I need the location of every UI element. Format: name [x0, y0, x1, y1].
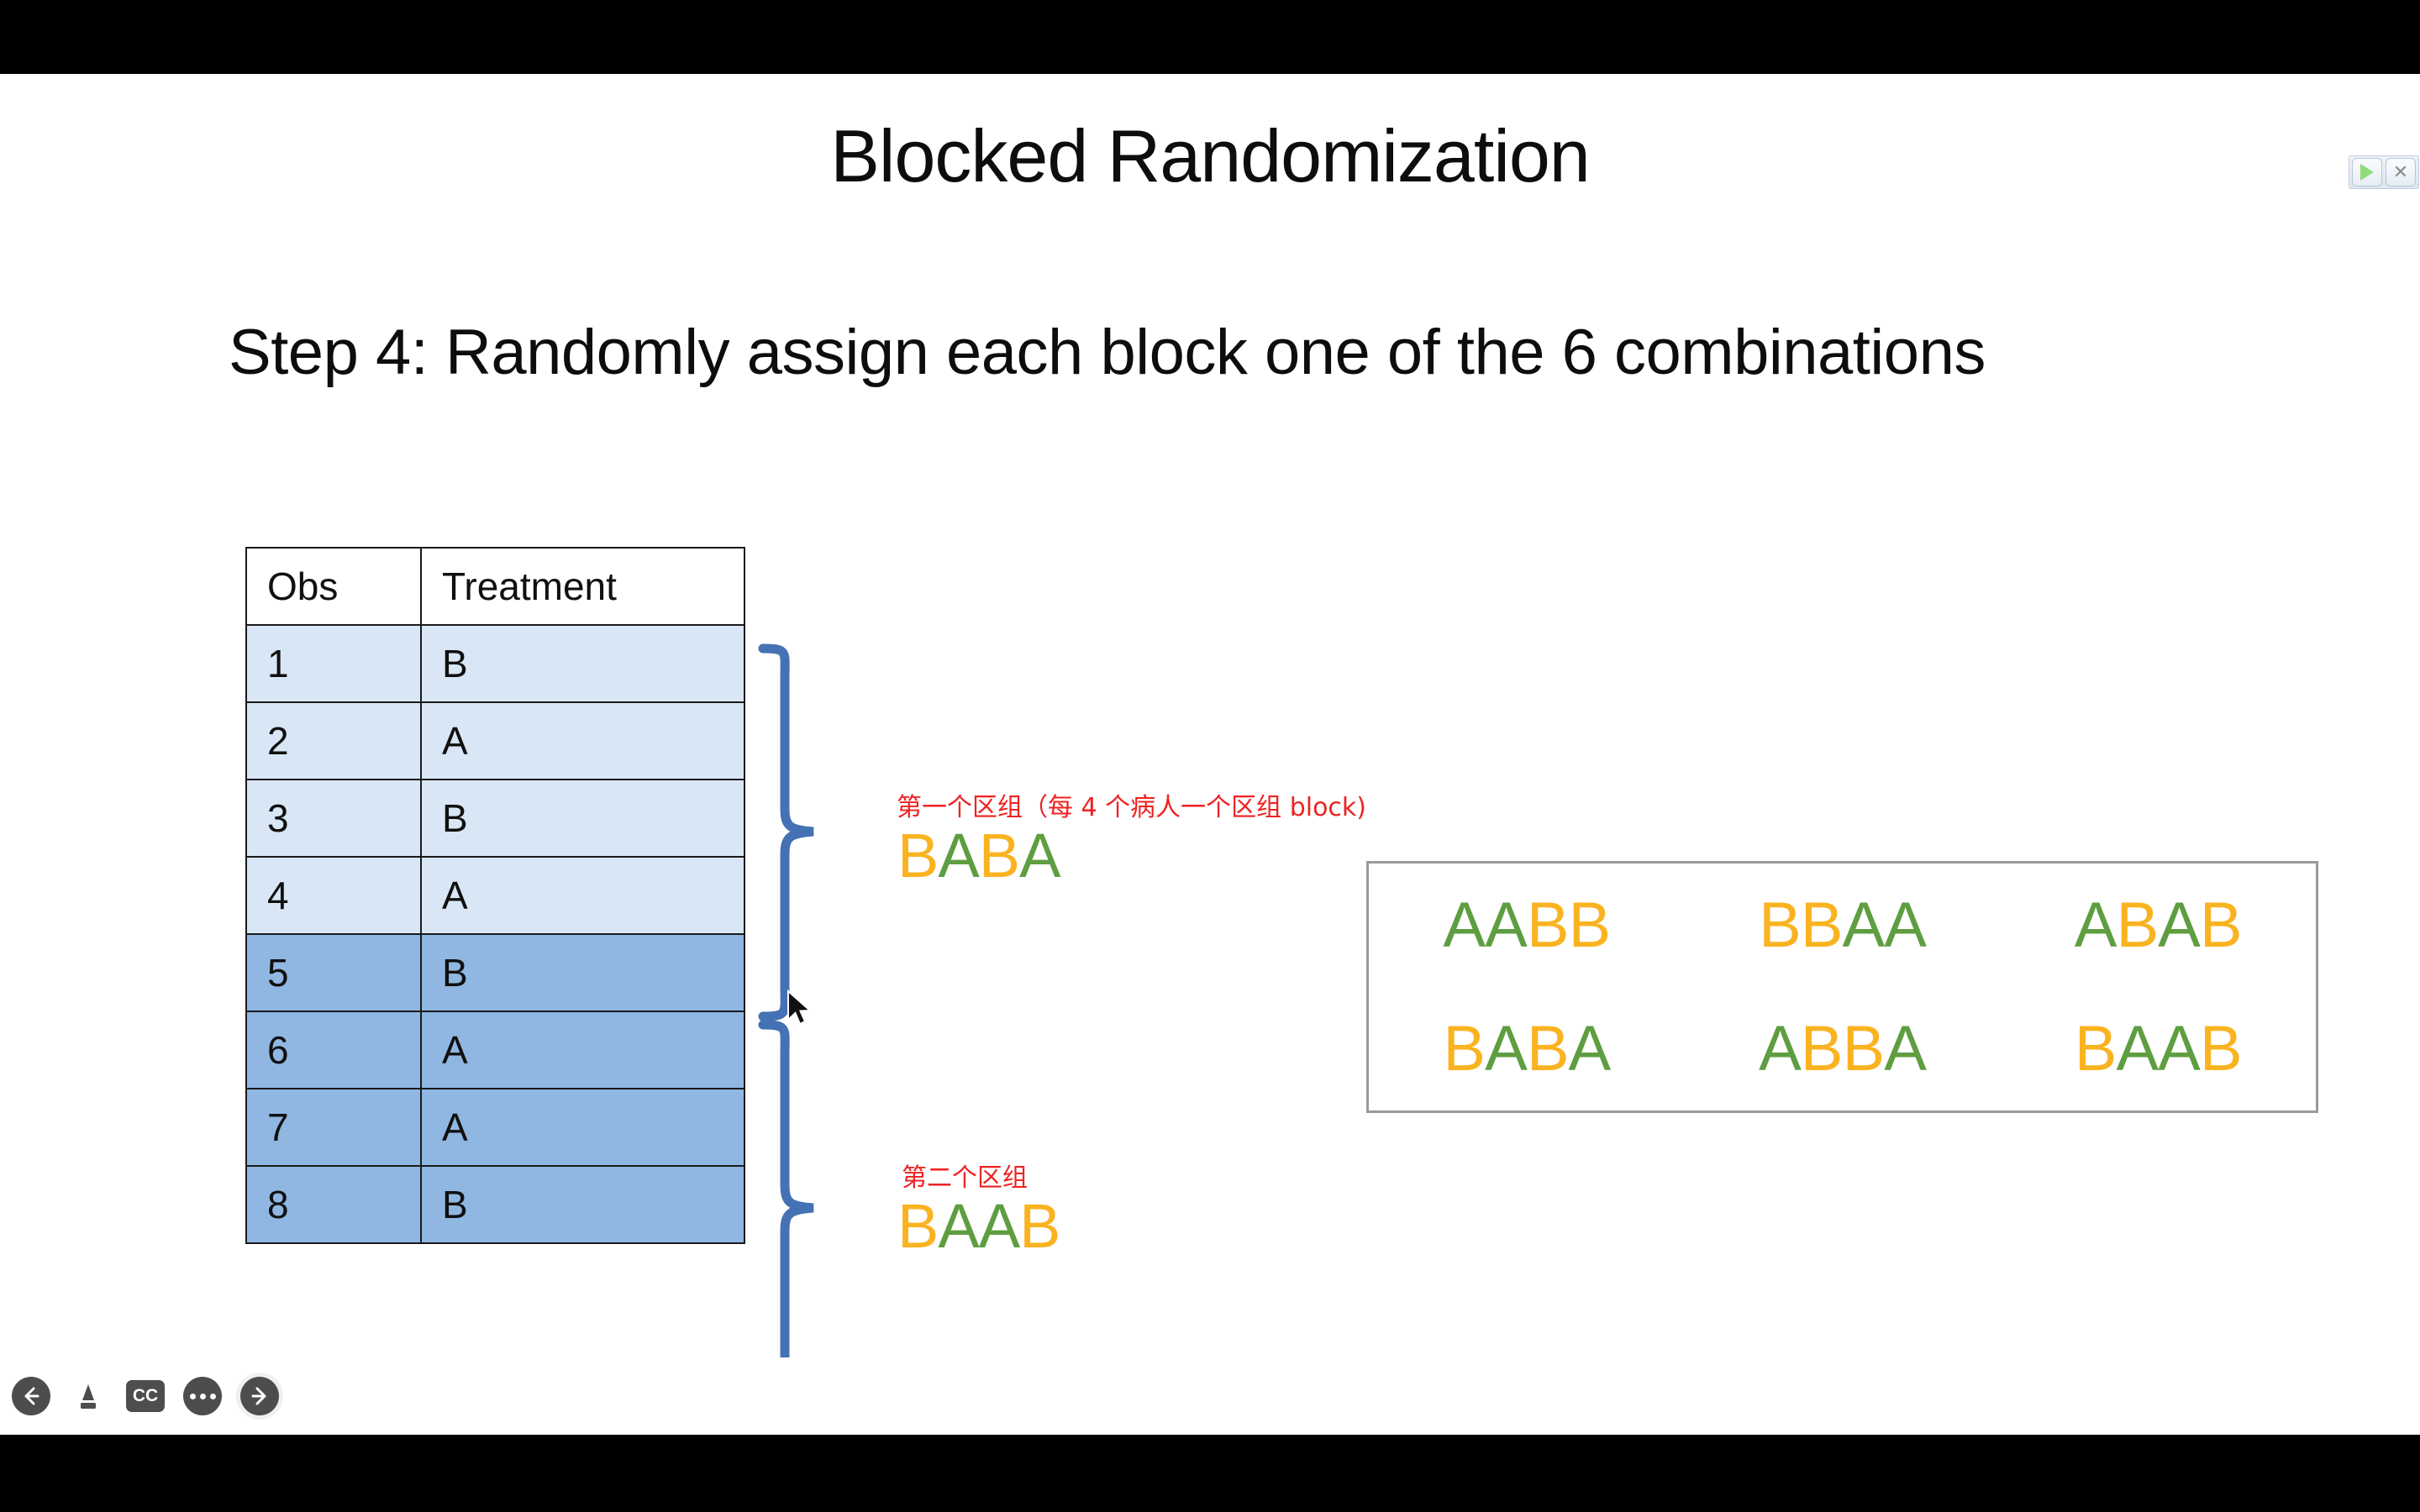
letter-a: A [1485, 889, 1528, 961]
letter-a: A [1568, 1012, 1612, 1084]
forward-arrow-icon [240, 1377, 279, 1415]
close-button[interactable]: ✕ [2386, 158, 2416, 186]
close-icon: ✕ [2392, 161, 2409, 182]
letter-b: B [1019, 1191, 1060, 1261]
letter-b: B [2074, 1012, 2118, 1084]
letter-a: A [938, 821, 979, 890]
captions-button[interactable]: CC [126, 1377, 165, 1415]
letter-a: A [1759, 1012, 1802, 1084]
column-header-obs: Obs [245, 547, 422, 626]
cell-obs: 5 [245, 933, 422, 1012]
letter-b: B [1568, 889, 1612, 961]
play-button[interactable] [2352, 158, 2382, 186]
combination-item: BBAA [1759, 893, 1927, 958]
cell-treatment: B [420, 1165, 745, 1244]
cell-treatment: A [420, 1011, 745, 1089]
letter-a: A [1443, 889, 1486, 961]
forward-button[interactable] [240, 1377, 279, 1415]
letter-b: B [2199, 889, 2243, 961]
combination-item: BABA [1443, 1016, 1611, 1081]
table-header-row: Obs Treatment [245, 547, 745, 626]
cell-treatment: A [420, 701, 745, 780]
brace-block-2 [758, 1020, 818, 1398]
letter-a: A [938, 1191, 979, 1261]
column-header-treatment: Treatment [420, 547, 745, 626]
combination-item: BAAB [2075, 1016, 2243, 1081]
combination-item: ABAB [2075, 893, 2243, 958]
player-toolbar: CC [0, 1357, 2420, 1435]
cell-obs: 6 [245, 1011, 422, 1089]
letter-b: B [2116, 889, 2159, 961]
letter-a: A [2158, 1012, 2201, 1084]
letter-b: B [897, 1191, 939, 1261]
letter-b: B [1759, 889, 1802, 961]
letter-b: B [978, 821, 1020, 890]
letter-a: A [2116, 1012, 2159, 1084]
letter-b: B [1443, 1012, 1486, 1084]
cell-treatment: A [420, 1088, 745, 1167]
back-arrow-icon [12, 1377, 50, 1415]
page-title: Blocked Randomization [830, 114, 1591, 197]
block-2-note: 第二个区组 [902, 1163, 1028, 1193]
cell-treatment: A [420, 856, 745, 935]
brace-block-1 [758, 643, 818, 1021]
letter-b: B [897, 821, 939, 890]
letter-a: A [1485, 1012, 1528, 1084]
letter-a: A [1019, 821, 1060, 890]
cell-obs: 8 [245, 1165, 422, 1244]
combination-item: AABB [1443, 893, 1611, 958]
letter-a: A [978, 1191, 1020, 1261]
letter-a: A [1884, 1012, 1927, 1084]
letter-a: A [1842, 889, 1885, 961]
cell-obs: 3 [245, 779, 422, 858]
slide-canvas: Blocked Randomization Step 4: Randomly a… [0, 74, 2420, 1435]
letter-b: B [1526, 889, 1570, 961]
letter-a: A [1884, 889, 1927, 961]
letter-a: A [2074, 889, 2118, 961]
cell-treatment: B [420, 624, 745, 703]
cell-treatment: B [420, 779, 745, 858]
back-button[interactable] [12, 1377, 50, 1415]
block-2-assignment: BAAB [897, 1190, 1060, 1262]
block-1-note: 第一个区组（每 4 个病人一个区组 block) [897, 793, 1366, 822]
combination-item: ABBA [1759, 1016, 1927, 1081]
cell-treatment: B [420, 933, 745, 1012]
slide-subtitle: Step 4: Randomly assign each block one o… [229, 317, 1986, 388]
cell-obs: 2 [245, 701, 422, 780]
pen-icon [81, 1384, 96, 1409]
cell-obs: 4 [245, 856, 422, 935]
cell-obs: 1 [245, 624, 422, 703]
ellipsis-icon [183, 1377, 222, 1415]
letter-a: A [2158, 889, 2201, 961]
cc-icon: CC [126, 1380, 165, 1412]
letter-b: B [2199, 1012, 2243, 1084]
cell-obs: 7 [245, 1088, 422, 1167]
mini-toolbar: ✕ [2349, 155, 2419, 189]
letter-b: B [1800, 889, 1844, 961]
letter-b: B [1842, 1012, 1885, 1084]
play-icon [2360, 164, 2374, 181]
letter-b: B [1526, 1012, 1570, 1084]
block-1-assignment: BABA [897, 820, 1060, 891]
pen-button[interactable] [69, 1377, 108, 1415]
letter-b: B [1800, 1012, 1844, 1084]
more-options-button[interactable] [183, 1377, 222, 1415]
